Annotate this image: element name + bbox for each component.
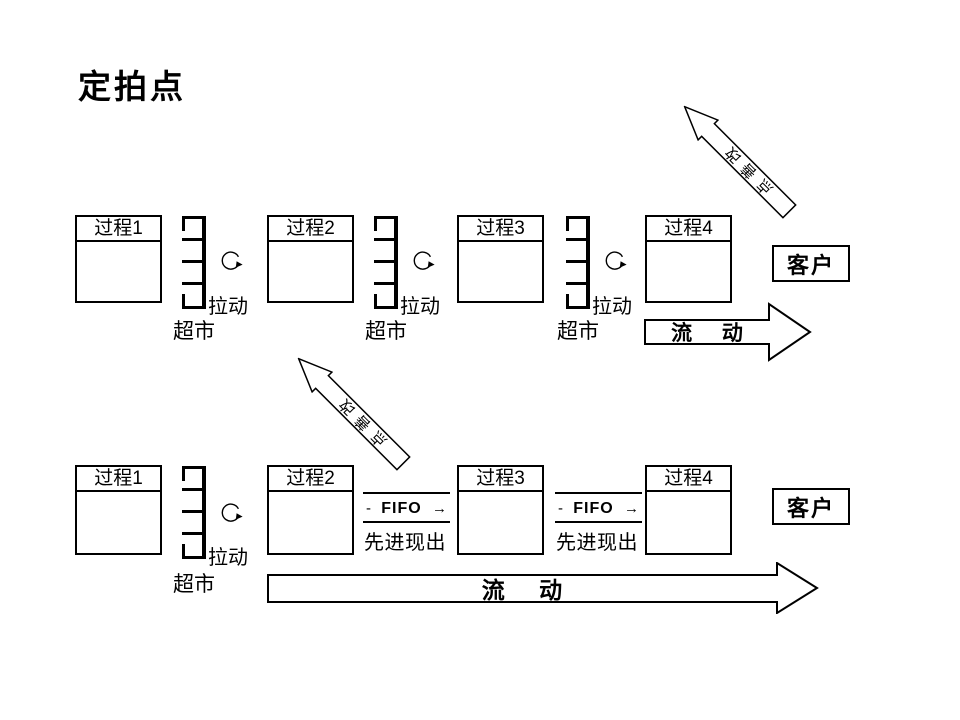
supermarket-icon (182, 216, 206, 309)
flow-arrow: 流 动 (267, 562, 819, 614)
fifo-arrow-icon: → (624, 500, 639, 517)
process-label: 过程1 (77, 467, 160, 492)
fifo-arrow-icon: → (432, 500, 447, 517)
flow-label: 流 动 (481, 577, 563, 603)
process-box: 过程4 (645, 465, 732, 555)
fifo-dash: - (366, 500, 371, 517)
fifo-label: FIFO (381, 499, 422, 517)
customer-label: 客户 (786, 252, 835, 278)
process-box: 过程1 (75, 465, 162, 555)
process-box: 过程2 (267, 465, 354, 555)
customer-label: 客户 (786, 495, 835, 521)
process-box: 过程2 (267, 215, 354, 303)
pull-loop-icon (412, 250, 435, 273)
fifo-sublabel: 先进现出 (364, 532, 446, 554)
pull-loop-icon (604, 250, 627, 273)
fifo-lane: - FIFO → (555, 492, 642, 523)
supermarket-label: 超市 (173, 573, 215, 596)
fifo-sublabel: 先进现出 (556, 532, 638, 554)
fifo-lane: - FIFO → (363, 492, 450, 523)
flow-label: 流 动 (671, 322, 743, 345)
process-label: 过程2 (269, 217, 352, 242)
process-label: 过程1 (77, 217, 160, 242)
pull-label: 拉动 (208, 296, 248, 318)
fifo-label: FIFO (573, 499, 614, 517)
supermarket-label: 超市 (173, 320, 215, 343)
supermarket-icon (182, 466, 206, 559)
process-box: 过程3 (457, 465, 544, 555)
pull-label: 拉动 (208, 547, 248, 569)
kaizen-label: 改善点 (722, 143, 777, 198)
process-box: 过程1 (75, 215, 162, 303)
flow-arrow: 流 动 (644, 302, 812, 362)
process-label: 过程3 (459, 467, 542, 492)
supermarket-label: 超市 (365, 320, 407, 343)
pull-label: 拉动 (592, 296, 632, 318)
process-label: 过程2 (269, 467, 352, 492)
kaizen-label: 改善点 (336, 395, 391, 450)
supermarket-icon (374, 216, 398, 309)
process-label: 过程4 (647, 467, 730, 492)
fifo-dash: - (558, 500, 563, 517)
process-label: 过程3 (459, 217, 542, 242)
pull-loop-icon (220, 250, 243, 273)
page-title: 定拍点 (78, 68, 186, 105)
kaizen-arrow: 改善点 (287, 347, 414, 474)
process-box: 过程4 (645, 215, 732, 303)
process-box: 过程3 (457, 215, 544, 303)
process-label: 过程4 (647, 217, 730, 242)
pull-label: 拉动 (400, 296, 440, 318)
pull-loop-icon (220, 502, 243, 525)
supermarket-label: 超市 (557, 320, 599, 343)
kaizen-arrow: 改善点 (673, 95, 800, 222)
customer-box: 客户 (772, 245, 850, 282)
customer-box: 客户 (772, 488, 850, 525)
supermarket-icon (566, 216, 590, 309)
